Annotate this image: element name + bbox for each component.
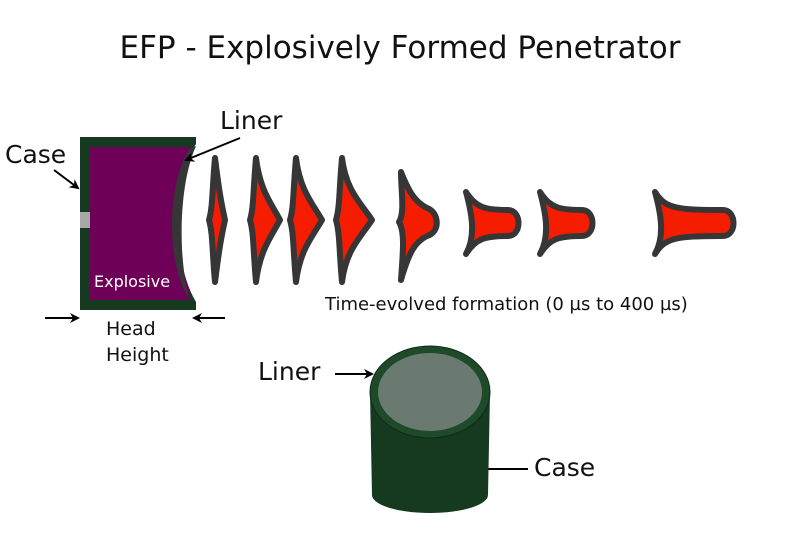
penetrator-stage-3 — [287, 155, 325, 285]
charge-cross-section — [80, 137, 200, 310]
penetrator-stage-8 — [652, 189, 737, 257]
page-title: EFP - Explosively Formed Penetrator — [119, 30, 681, 66]
liner-bottom-label: Liner — [258, 357, 321, 386]
formation-caption: Time-evolved formation (0 µs to 400 µs) — [325, 294, 688, 315]
cylinder-liner-face — [378, 353, 482, 431]
detonator-plug — [80, 212, 90, 228]
height-label: Height — [106, 344, 169, 366]
liner-crescent — [171, 146, 196, 300]
case-label: Case — [5, 140, 67, 169]
penetrator-stage-5 — [396, 169, 440, 283]
penetrator-stage-6 — [463, 189, 522, 257]
case-bottom-label: Case — [534, 453, 596, 482]
liner-label: Liner — [220, 106, 283, 135]
case-arrow — [53, 169, 80, 190]
penetrator-stage-1 — [206, 155, 228, 285]
penetrator-stage-4 — [333, 155, 375, 285]
liner-arrow — [184, 137, 241, 162]
head-label: Head — [106, 318, 156, 340]
efp-cylinder — [369, 345, 491, 513]
penetrator-stage-2 — [247, 155, 283, 285]
explosive-label: Explosive — [94, 272, 171, 291]
formation-sequence — [206, 155, 737, 285]
penetrator-stage-7 — [537, 189, 596, 257]
